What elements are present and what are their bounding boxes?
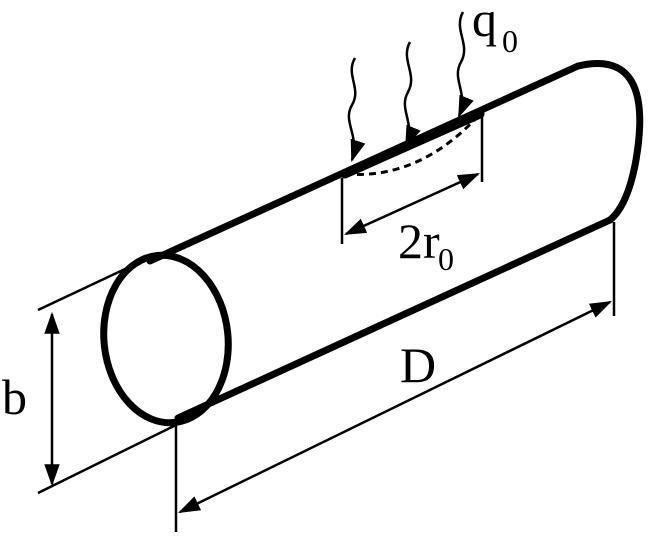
cylinder-bottom-edge <box>174 216 614 422</box>
extension-line <box>37 423 177 495</box>
wavy-arrow-icon <box>456 11 474 119</box>
wavy-arrow-icon <box>403 41 421 149</box>
extension-line <box>37 260 141 312</box>
length-label: D <box>400 337 436 393</box>
wavy-arrow-icon <box>347 57 366 163</box>
width-arrow <box>343 172 481 236</box>
heat-flux-arrows <box>347 11 474 163</box>
source-width-dimension <box>340 116 484 244</box>
length-dimension <box>174 222 616 532</box>
heat-flux-label: q <box>472 0 497 47</box>
diameter-dimension <box>37 260 177 495</box>
heat-source-segment <box>340 109 485 179</box>
cylinder <box>100 60 644 427</box>
source-width-label: 2r <box>398 213 440 269</box>
length-arrow <box>178 300 612 514</box>
heat-source-region <box>340 109 485 179</box>
source-width-subscript: 0 <box>438 241 454 277</box>
cylinder-far-end <box>574 60 644 224</box>
heat-flux-subscript: 0 <box>502 23 518 59</box>
labels: q 0 2r 0 b D <box>2 0 518 425</box>
diameter-label: b <box>2 369 27 425</box>
